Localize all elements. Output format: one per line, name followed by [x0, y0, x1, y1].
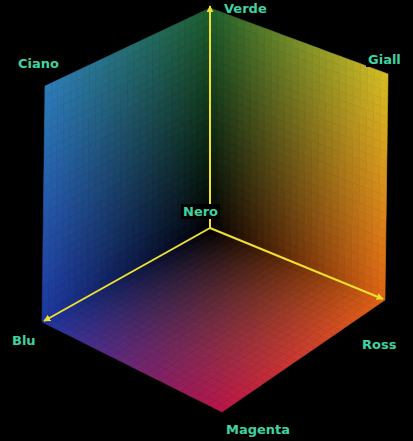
face-cell [70, 71, 76, 83]
face-cell [140, 38, 146, 50]
face-cell [83, 65, 89, 77]
face-cell [292, 39, 299, 50]
face-cell [197, 11, 203, 23]
face-cell [108, 53, 114, 65]
face-cell [374, 69, 381, 80]
cube-faces [42, 8, 388, 412]
cube-face [42, 8, 210, 322]
cube-face [42, 228, 385, 412]
face-cell [102, 56, 109, 68]
face-cell [96, 59, 102, 71]
face-cell [115, 50, 122, 62]
face-cell [210, 8, 217, 19]
face-cell [354, 61, 361, 72]
face-cell [166, 26, 172, 38]
face-cell [272, 31, 279, 42]
face-cell [172, 23, 178, 35]
face-cell [159, 29, 165, 41]
face-cell [299, 41, 306, 52]
face-cell [265, 28, 272, 39]
face-cell [278, 33, 285, 44]
face-cell [306, 44, 313, 55]
cube-face [210, 8, 388, 300]
face-cell [134, 41, 140, 53]
face-cell [153, 32, 159, 44]
face-cell [58, 77, 64, 89]
face-cell [251, 23, 258, 34]
face-cell [258, 26, 265, 37]
face-cell [244, 21, 251, 32]
face-cell [77, 68, 84, 80]
face-cell [185, 17, 191, 29]
face-cell [191, 14, 197, 26]
face-cell [121, 47, 127, 59]
face-cell [320, 49, 327, 60]
face-cell [381, 72, 388, 83]
face-cell [367, 66, 374, 77]
face-cell [326, 51, 333, 62]
face-cell [333, 54, 340, 65]
face-cell [89, 62, 96, 74]
face-cell [340, 56, 347, 67]
face-cell [45, 83, 51, 95]
face-cell [51, 80, 58, 92]
face-cell [237, 18, 244, 29]
face-cell [313, 46, 320, 57]
face-cell [347, 59, 354, 70]
face-cell [285, 36, 292, 47]
face-cell [178, 20, 184, 32]
face-cell [64, 74, 71, 86]
face-cell [217, 11, 224, 22]
face-cell [147, 35, 153, 47]
face-cell [127, 44, 133, 56]
face-cell [231, 16, 238, 27]
